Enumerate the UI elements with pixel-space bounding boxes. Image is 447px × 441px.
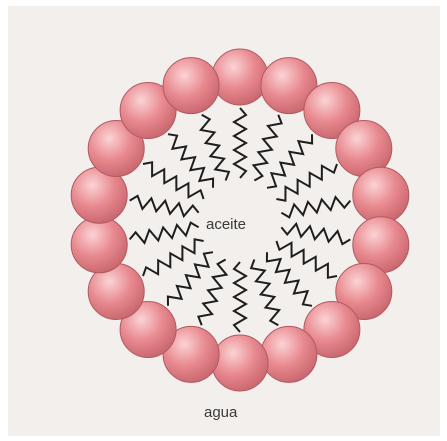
hydrophilic-head bbox=[212, 335, 268, 391]
oil-label: aceite bbox=[206, 216, 246, 233]
hydrophilic-head bbox=[71, 217, 127, 273]
hydrophilic-head bbox=[163, 58, 219, 114]
water-label: agua bbox=[204, 404, 237, 421]
hydrophilic-head bbox=[212, 49, 268, 105]
hydrophilic-head bbox=[261, 326, 317, 382]
hydrophilic-head bbox=[353, 167, 409, 223]
